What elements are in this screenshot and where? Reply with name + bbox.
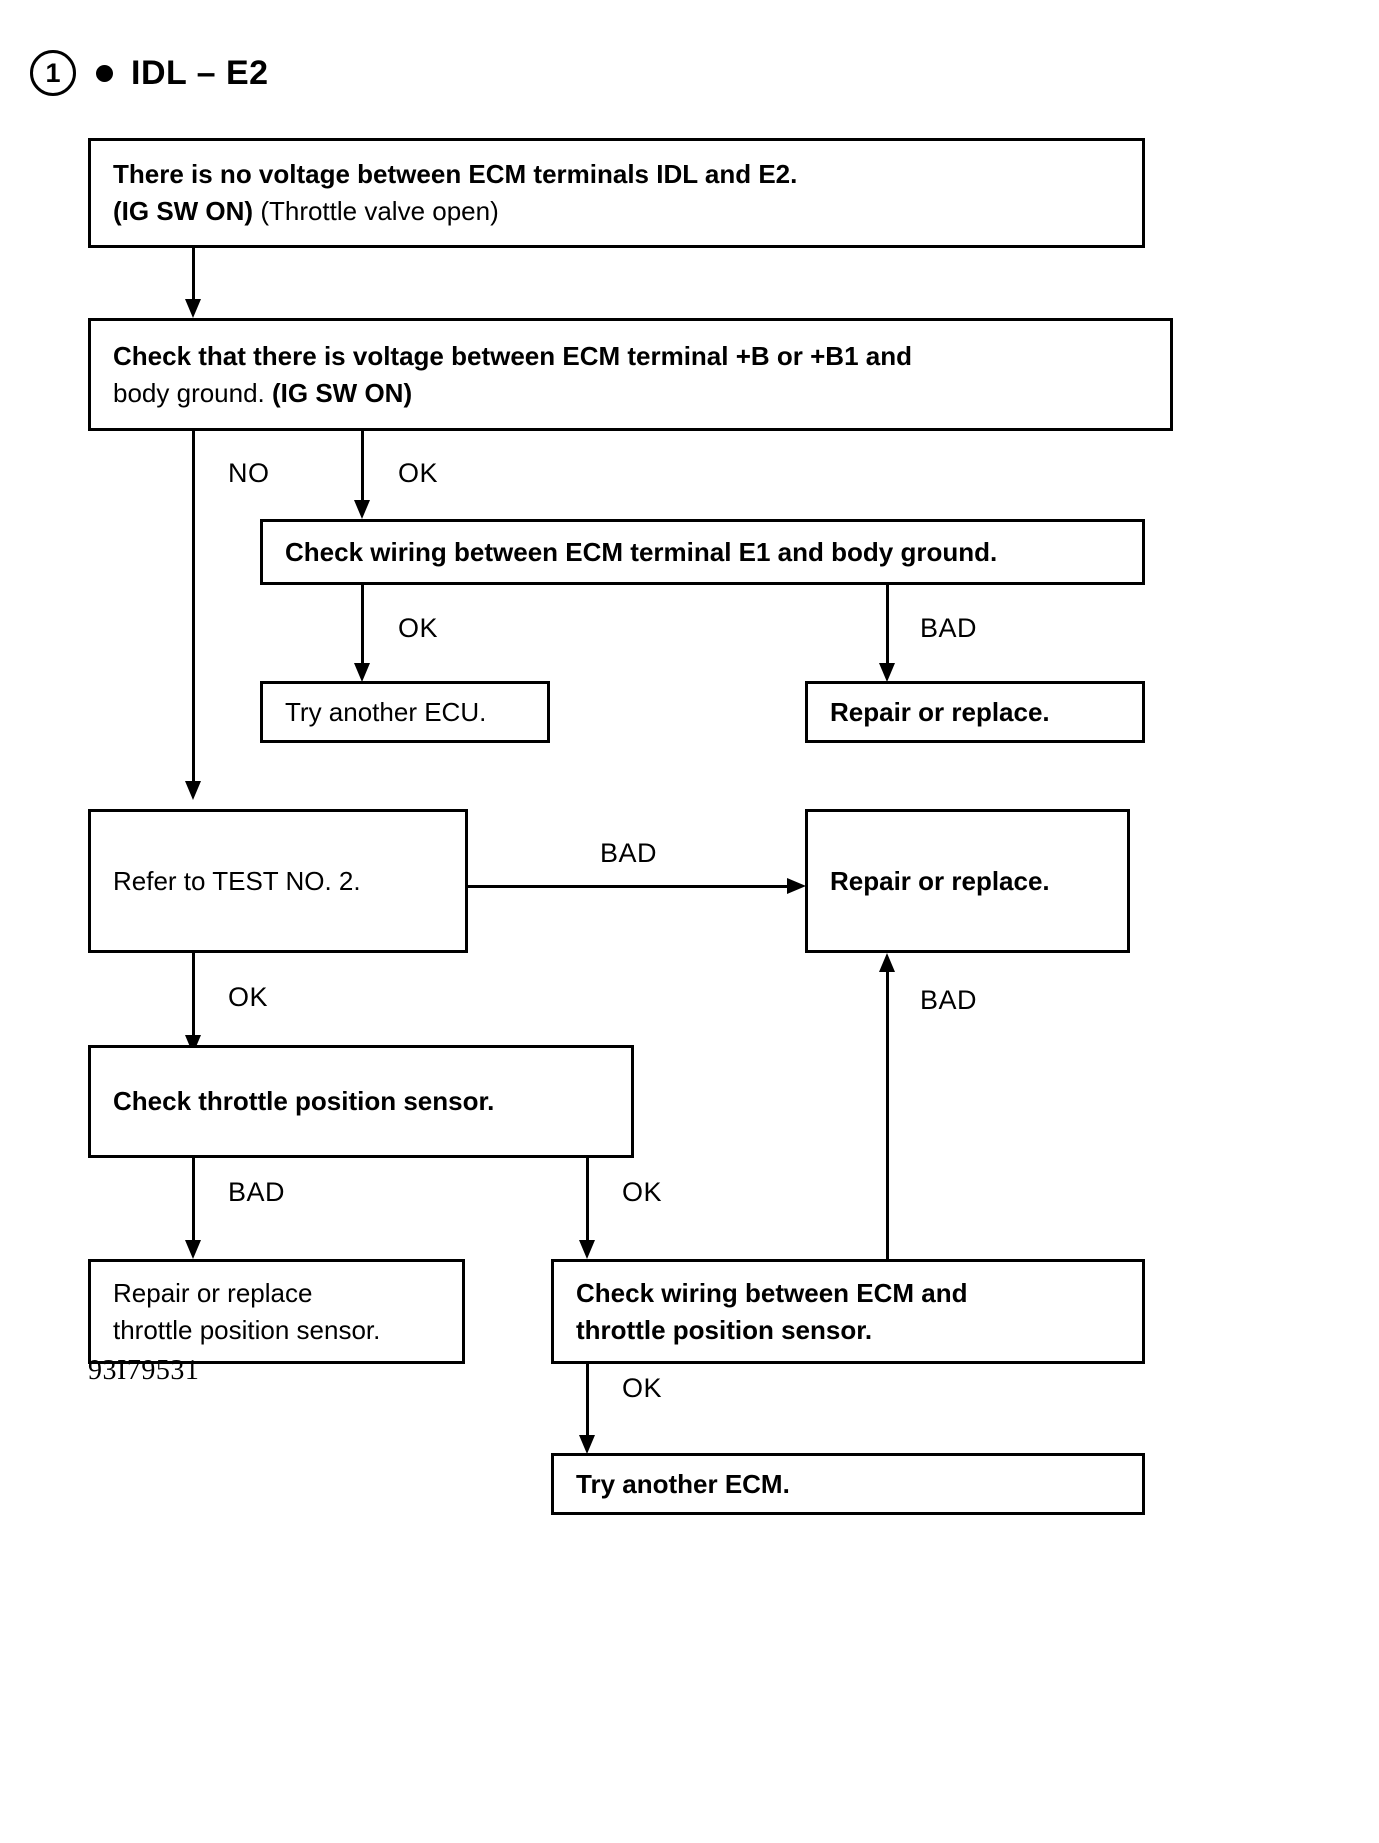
edge-label-bad-3: BAD — [228, 1177, 286, 1207]
edge-n8-n9-line — [192, 1158, 195, 1242]
page-header: 1 IDL – E2 — [30, 50, 269, 96]
edge-n6-n8-line — [192, 953, 195, 1037]
node-n3-box: Check wiring between ECM terminal E1 and… — [260, 519, 1145, 585]
node-n1-line-1: There is no voltage between ECM terminal… — [113, 159, 798, 190]
edge-n10-n11-arrowhead — [579, 1435, 595, 1454]
node-n9-line-2: throttle position sensor. — [113, 1314, 381, 1345]
node-n2-box: Check that there is voltage between ECM … — [88, 318, 1173, 431]
edge-label-bad-2: BAD — [600, 838, 658, 868]
node-n6-line-1: Refer to TEST NO. 2. — [113, 865, 361, 896]
step-number-badge: 1 — [30, 50, 76, 96]
edge-n10-n7-line — [886, 972, 889, 1260]
edge-label-ok-5: OK — [622, 1373, 663, 1403]
figure-id-label: 93I79531 — [88, 1355, 200, 1386]
edge-n8-n10-arrowhead — [579, 1240, 595, 1259]
node-n1-box: There is no voltage between ECM terminal… — [88, 138, 1145, 248]
edge-label-bad-4: BAD — [920, 985, 978, 1015]
node-n1-line-2-bold: (IG SW ON) — [113, 196, 254, 226]
edge-n2-n6-arrowhead — [185, 781, 201, 800]
edge-n3-n4-line — [361, 585, 364, 665]
edge-label-ok-2: OK — [398, 613, 439, 643]
node-n7-box: Repair or replace. — [805, 809, 1130, 953]
edge-n2-n3-arrowhead — [354, 500, 370, 519]
node-n1-line-2-rest: (Throttle valve open) — [253, 196, 499, 226]
node-n3-line-1: Check wiring between ECM terminal E1 and… — [285, 536, 998, 567]
node-n10-line-2: throttle position sensor. — [576, 1314, 873, 1345]
edge-label-ok-3: OK — [228, 982, 269, 1012]
edge-n2-n6-line — [192, 431, 195, 783]
node-n5-box: Repair or replace. — [805, 681, 1145, 743]
bullet-dot-icon — [96, 64, 113, 82]
edge-label-ok-4: OK — [622, 1177, 663, 1207]
node-n4-box: Try another ECU. — [260, 681, 550, 743]
node-n11-line-1: Try another ECM. — [576, 1468, 790, 1499]
edge-n1-n2-arrowhead — [185, 299, 201, 318]
node-n8-line-1: Check throttle position sensor. — [113, 1086, 495, 1117]
node-n7-line-1: Repair or replace. — [830, 865, 1050, 896]
node-n2-line-2: body ground. (IG SW ON) — [91, 375, 1170, 412]
edge-label-no-1: NO — [228, 458, 270, 488]
edge-n10-n11-line — [586, 1364, 589, 1437]
node-n2-line-2-text: body ground. — [113, 377, 273, 408]
edge-n6-n7-arrowhead — [787, 878, 806, 894]
edge-label-bad-1: BAD — [920, 613, 978, 643]
edge-label-ok-1: OK — [398, 458, 439, 488]
node-n2-line-2-bold: (IG SW ON) — [272, 377, 413, 408]
node-n8-box: Check throttle position sensor. — [88, 1045, 634, 1158]
edge-n6-n7-line — [468, 885, 790, 888]
edge-n1-n2-line — [192, 248, 195, 301]
node-n11-box: Try another ECM. — [551, 1453, 1145, 1515]
edge-n8-n10-line — [586, 1158, 589, 1242]
page-title: IDL – E2 — [131, 53, 269, 92]
node-n1-line-2: (IG SW ON) (Throttle valve open) — [91, 193, 1142, 230]
node-n10-line-1: Check wiring between ECM and — [576, 1277, 968, 1308]
node-n6-box: Refer to TEST NO. 2. — [88, 809, 468, 953]
edge-n8-n9-arrowhead — [185, 1240, 201, 1259]
edge-n2-n3-line — [361, 431, 364, 502]
node-n2-line-1: Check that there is voltage between ECM … — [113, 340, 912, 371]
edge-n10-n7-arrowhead — [879, 953, 895, 972]
edge-n3-n5-line — [886, 585, 889, 665]
node-n4-line-1: Try another ECU. — [285, 696, 487, 727]
node-n9-line-1: Repair or replace — [113, 1277, 313, 1308]
node-n9-box: Repair or replace throttle position sens… — [88, 1259, 465, 1364]
edge-n3-n4-arrowhead — [354, 663, 370, 682]
node-n10-box: Check wiring between ECM and throttle po… — [551, 1259, 1145, 1364]
node-n5-line-1: Repair or replace. — [830, 696, 1050, 727]
edge-n3-n5-arrowhead — [879, 663, 895, 682]
